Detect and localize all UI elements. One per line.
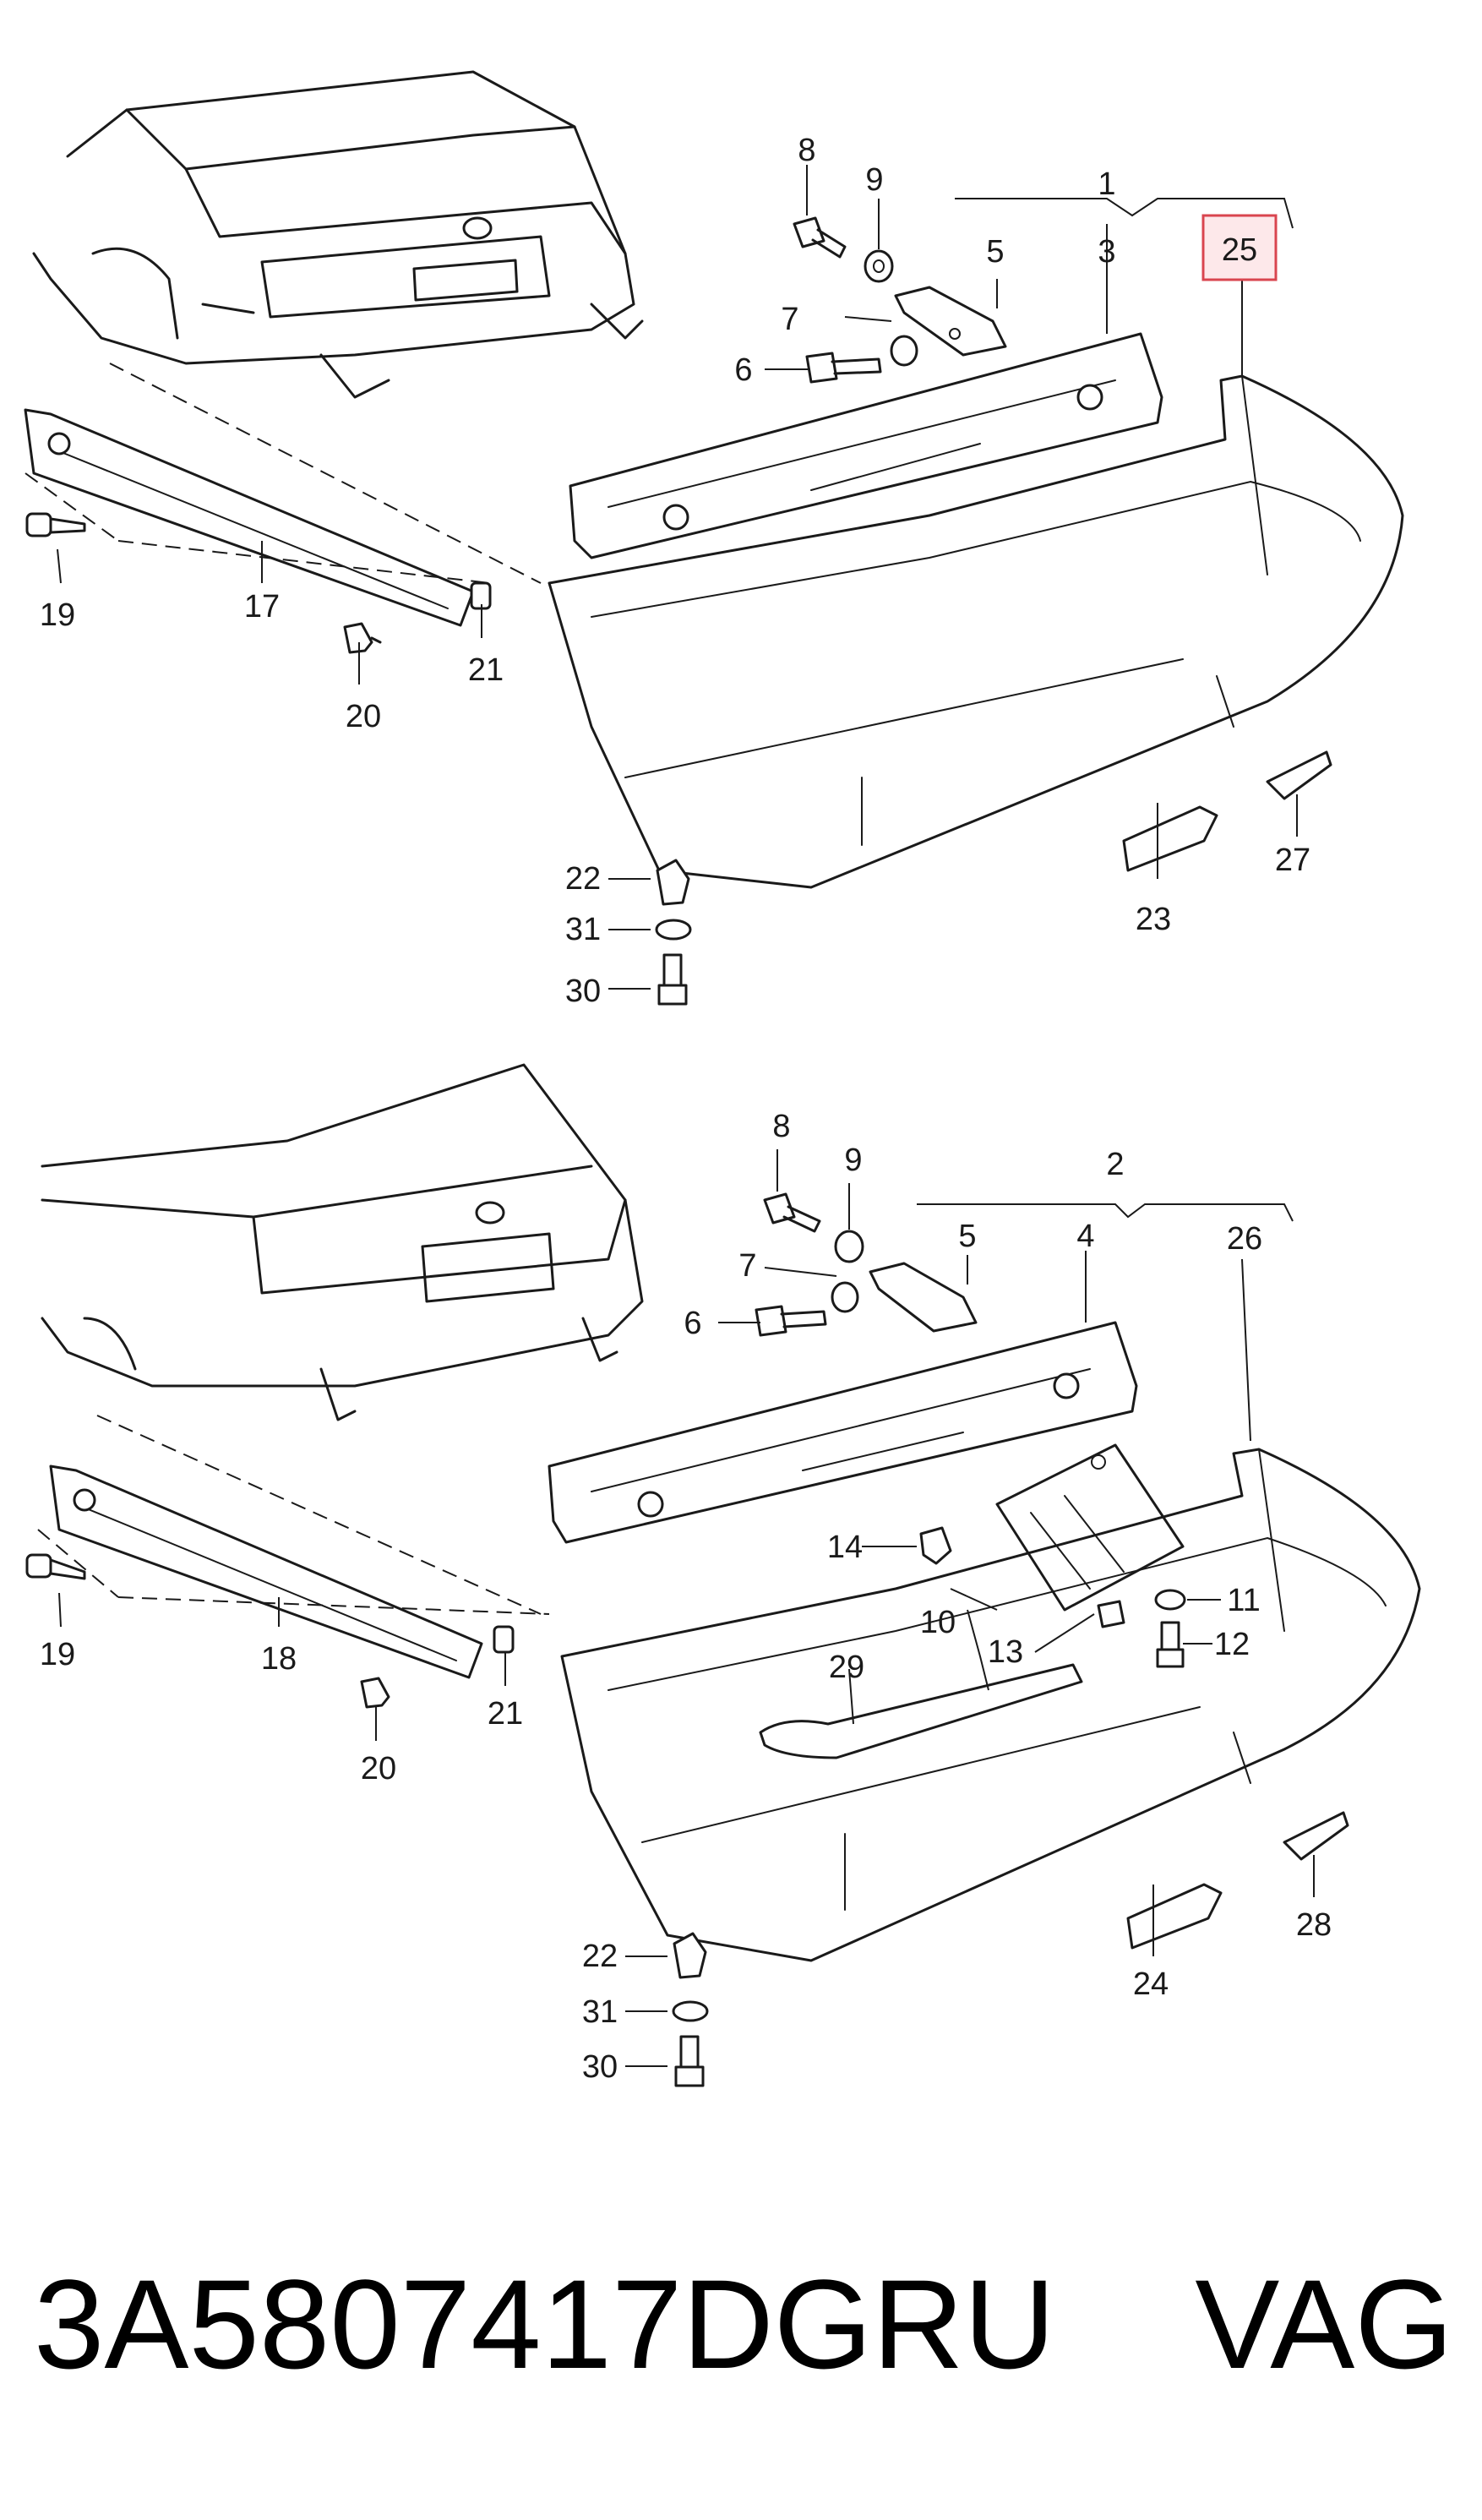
highlight-box-25: [1201, 214, 1278, 281]
washer-9: [834, 1230, 864, 1263]
callout-label: 2: [1106, 1147, 1124, 1182]
callout-label: 9: [844, 1143, 862, 1178]
part-number-footer: 3A5807417DGRU VAG: [34, 2256, 1453, 2392]
callout-label: 6: [684, 1306, 701, 1341]
trim-cover-24: [1126, 1883, 1223, 1950]
car-body-upper: [32, 70, 644, 584]
callout-label: 21: [488, 1696, 523, 1732]
seal-strip-29: [759, 1663, 1083, 1759]
callout-label: 7: [738, 1248, 756, 1284]
bolt-30: [674, 2035, 705, 2087]
callout-label: 19: [40, 1637, 75, 1672]
fastener-22: [673, 1932, 707, 1979]
callout-label: 4: [1076, 1219, 1094, 1254]
brand-name: VAG: [1195, 2253, 1453, 2395]
bolt-8: [763, 1192, 821, 1233]
callout-label: 28: [1296, 1907, 1332, 1943]
bumper-cover-25: [548, 374, 1404, 889]
nut-21: [493, 1625, 515, 1654]
exploded-parts-diagram: 8 9 1 5 3 7 6 25 19 17 20 21 22 31 30 23…: [24, 70, 1421, 2087]
clip-20: [343, 622, 382, 654]
callout-label: 13: [988, 1634, 1023, 1670]
bolt-30: [657, 953, 688, 1006]
trim-cover-27: [1266, 750, 1332, 800]
callout-label: 22: [565, 861, 601, 897]
callout-label: 1: [1098, 166, 1115, 202]
upper-assembly: 8 9 1 5 3 7 6 25 19 17 20 21 22 31 30 23…: [24, 70, 1404, 1009]
callout-label: 20: [346, 699, 381, 734]
trim-cover-28: [1283, 1811, 1349, 1861]
washer-9: [864, 249, 894, 283]
washer-11: [1154, 1589, 1186, 1611]
callout-label: 30: [565, 974, 601, 1009]
bolt-8: [793, 216, 847, 259]
bumper-cover-26: [560, 1448, 1421, 1962]
clip-20: [360, 1677, 390, 1709]
callout-label: 22: [582, 1939, 618, 1974]
callout-label: 29: [829, 1650, 864, 1685]
washer-7: [831, 1281, 859, 1313]
callout-label: 23: [1136, 902, 1171, 937]
callout-label: 10: [920, 1605, 956, 1640]
screw-19: [25, 1553, 86, 1580]
callout-label: 11: [1227, 1583, 1260, 1618]
callout-label: 21: [468, 652, 504, 688]
callout-label: 5: [986, 234, 1004, 270]
washer-7: [890, 335, 918, 367]
plate-bracket-10: [995, 1443, 1185, 1612]
callout-label: 14: [827, 1530, 863, 1565]
mounting-rail-18: [37, 1465, 550, 1679]
callout-label: 9: [865, 162, 883, 198]
car-body-lower: [41, 1063, 644, 1615]
callout-label: 18: [261, 1641, 297, 1677]
callout-label: 26: [1227, 1221, 1262, 1257]
callout-label: 19: [40, 597, 75, 633]
callout-label: 27: [1275, 843, 1310, 878]
callout-label: 24: [1133, 1966, 1169, 2002]
callout-label: 3: [1098, 234, 1115, 270]
callout-label-highlighted: 25: [1222, 232, 1257, 268]
fastener-22: [656, 859, 690, 906]
callout-label: 31: [565, 912, 601, 947]
washer-31: [655, 919, 692, 941]
bolt-12: [1156, 1621, 1185, 1668]
callout-label: 31: [582, 1994, 618, 2030]
bracket-5: [894, 286, 1007, 357]
callout-label: 7: [781, 302, 798, 337]
impact-bar-4: [548, 1321, 1138, 1544]
callout-label: 8: [798, 133, 815, 168]
bracket-5: [869, 1262, 978, 1333]
callout-label: 17: [244, 589, 280, 625]
callout-label: 20: [361, 1751, 396, 1786]
callout-label: 5: [958, 1219, 976, 1254]
callout-label: 30: [582, 2049, 618, 2085]
washer-31: [672, 2000, 709, 2022]
clip-13: [1097, 1600, 1125, 1628]
callout-label: 12: [1214, 1627, 1250, 1662]
mounting-rail-17: [24, 408, 491, 627]
lower-assembly: 8 9 2 5 4 26 7 6 14 10 13 11 12 29 19 18…: [25, 1063, 1421, 2087]
callout-label: 6: [734, 352, 752, 388]
part-number: 3A5807417DGRU: [34, 2253, 1056, 2395]
screw-19: [25, 512, 86, 537]
bolt-6: [755, 1305, 827, 1337]
trim-cover-23: [1122, 805, 1218, 872]
bolt-6: [805, 352, 882, 384]
callout-label: 8: [772, 1109, 790, 1144]
impact-bar-3: [569, 332, 1163, 559]
nut-14: [919, 1526, 952, 1565]
